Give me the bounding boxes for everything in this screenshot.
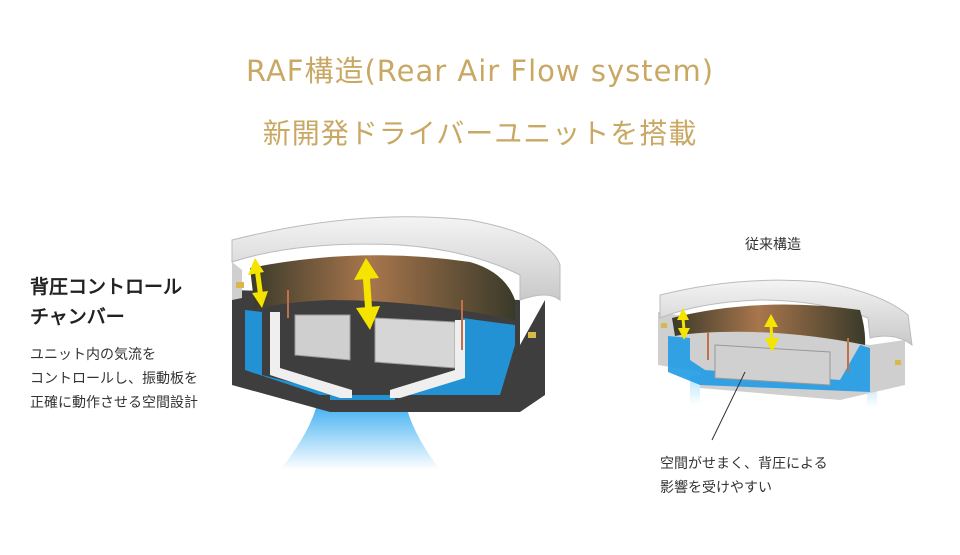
conventional-gold-ring [661,323,667,328]
raf-driver [232,217,560,470]
raf-magnet-left [295,315,350,360]
raf-gold-ring [528,332,536,338]
conventional-driver [658,280,912,440]
raf-front-wall [232,262,242,300]
raf-gold-ring [236,282,244,288]
raf-magnet-right [375,318,455,368]
conventional-gold-ring [895,360,901,365]
